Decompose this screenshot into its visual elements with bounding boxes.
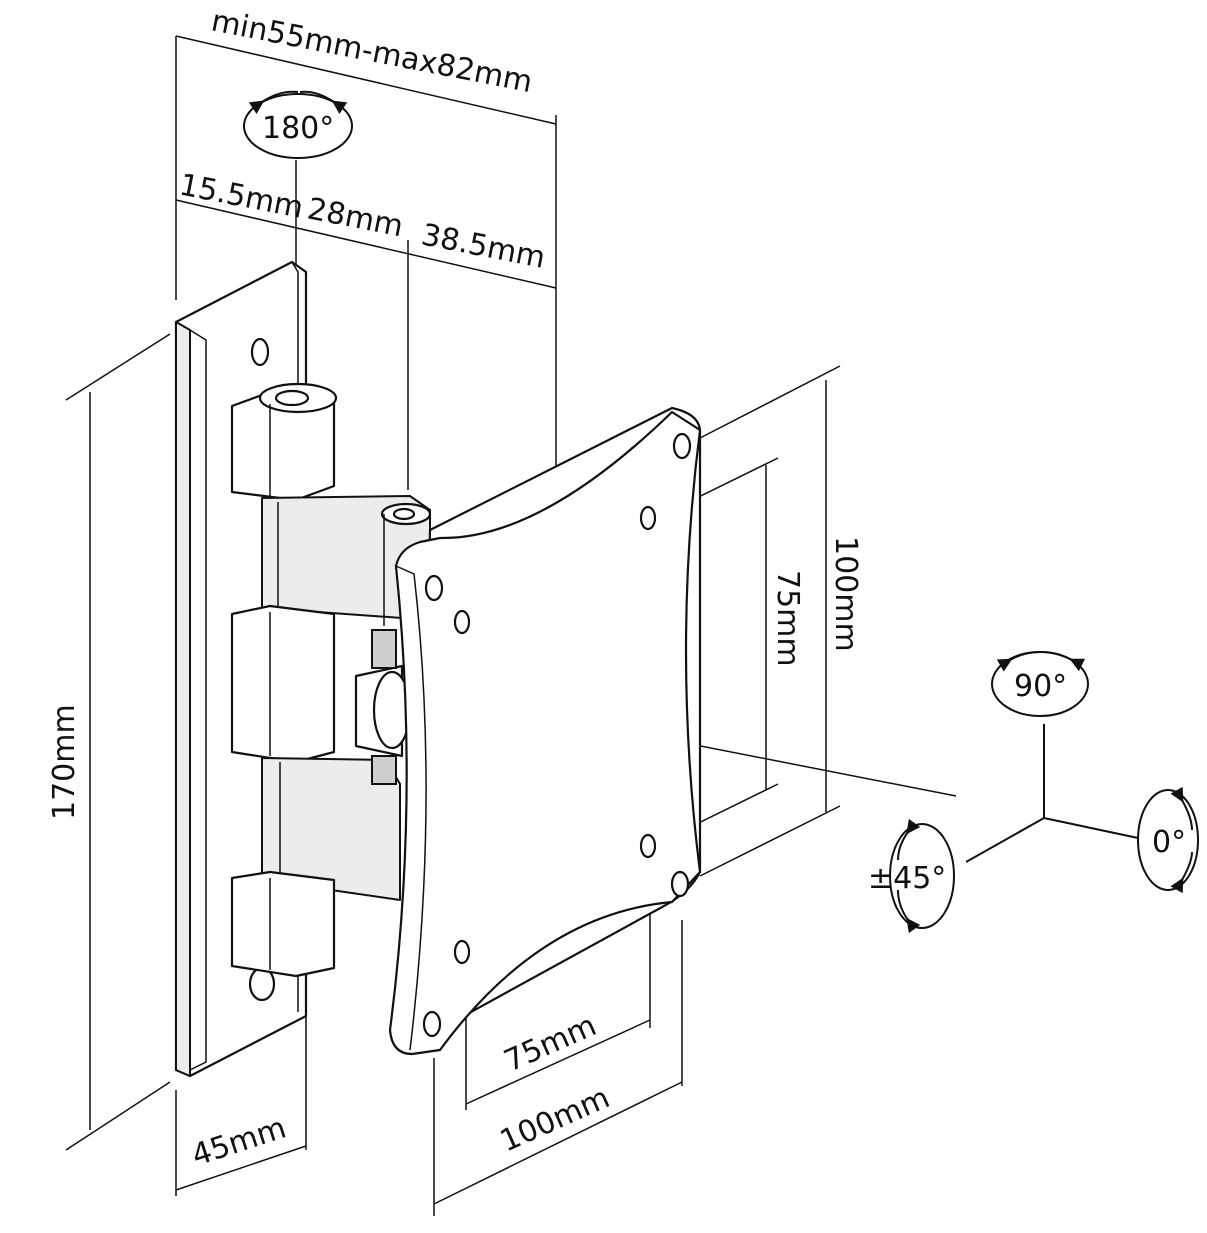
segment-2-label: 28mm <box>304 191 406 244</box>
depth-range-label: min55mm-max82mm <box>208 3 535 100</box>
vesa-hole-inner-tl <box>453 609 471 635</box>
tilt-angle-label: ±45° <box>868 861 946 896</box>
vesa-plate <box>388 406 702 1056</box>
wall-plate-height-label: 170mm <box>47 704 82 820</box>
rotation-indicators <box>243 90 1199 934</box>
segment-3-label: 38.5mm <box>418 217 548 275</box>
hinge-knuckles <box>230 382 432 978</box>
rotation-angle-label: 90° <box>1014 669 1067 704</box>
vesa-inner-horizontal-label: 75mm <box>499 1008 602 1079</box>
dimension-lines <box>65 35 1139 1216</box>
plate-hole-top <box>250 337 270 367</box>
swivel-indicator-icon <box>243 93 353 159</box>
arm-bolt-icon <box>392 507 416 521</box>
hinge-bolt-icon <box>274 389 310 407</box>
vesa-outer-horizontal-label: 100mm <box>495 1080 615 1159</box>
vesa-hole-inner-tr <box>639 505 657 531</box>
vesa-hole-inner-bl <box>453 939 471 965</box>
level-angle-label: 0° <box>1152 825 1186 860</box>
tilt-indicator-icon <box>889 823 955 929</box>
segment-1-label: 15.5mm <box>176 167 306 225</box>
vesa-hole-outer-tl <box>424 574 444 602</box>
wall-plate-width-label: 45mm <box>188 1110 291 1173</box>
angle-labels: 180° 90° 0° ±45° <box>262 111 1186 896</box>
vesa-hole-outer-tr <box>672 432 692 460</box>
vesa-hole-outer-br <box>670 870 690 898</box>
level-indicator-icon <box>1137 789 1199 891</box>
vesa-inner-vertical-label: 75mm <box>770 570 805 667</box>
vesa-hole-inner-br <box>639 833 657 859</box>
swivel-angle-label: 180° <box>262 111 334 146</box>
vesa-hole-outer-bl <box>422 1010 442 1038</box>
vesa-outer-vertical-label: 100mm <box>828 536 863 652</box>
